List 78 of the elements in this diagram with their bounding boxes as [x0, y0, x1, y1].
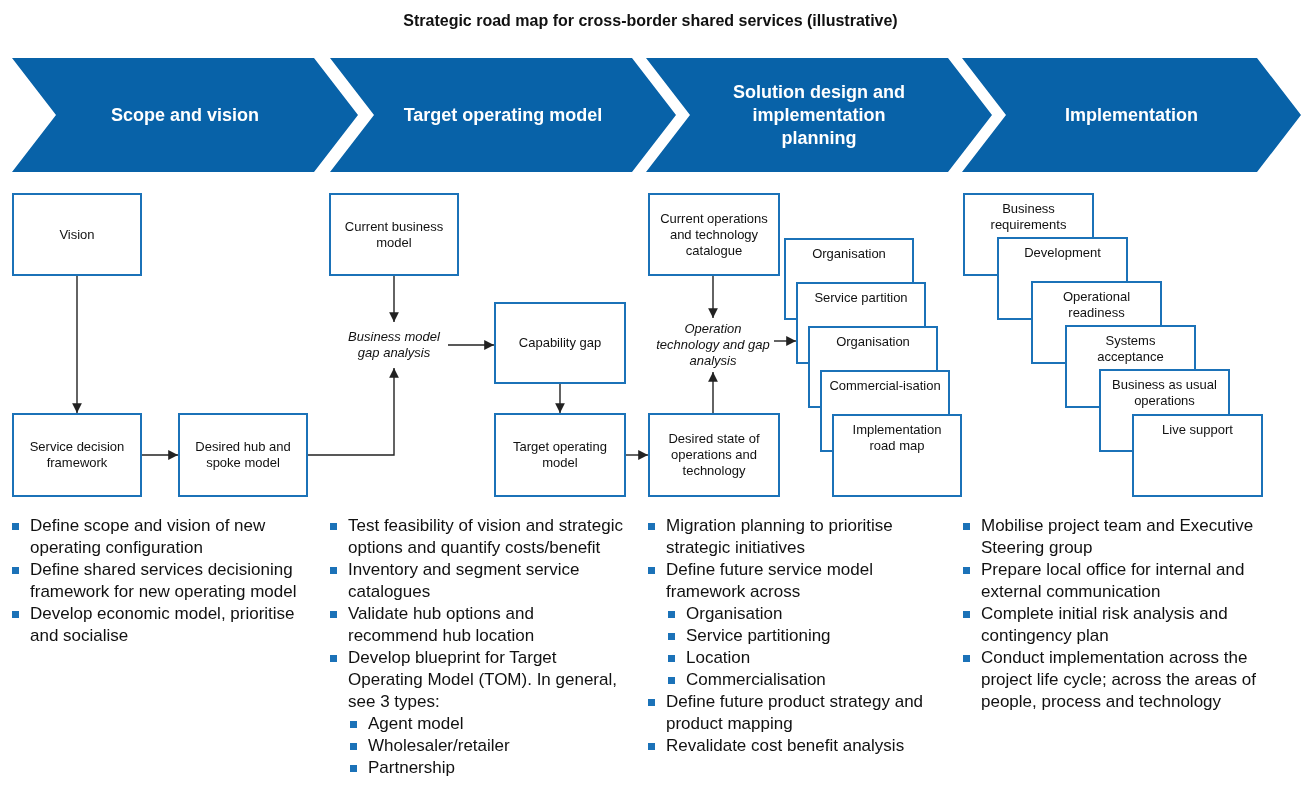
arrow: [72, 275, 82, 414]
box-text: Desired hub and spoke model: [194, 439, 292, 471]
arrow: [141, 450, 179, 460]
box-text: Live support: [1162, 422, 1233, 438]
list-item: Define scope and vision of new operating configuration: [30, 515, 267, 559]
process-box: [12, 413, 142, 497]
arrow: [307, 367, 399, 456]
box-text: Capability gap: [518, 335, 602, 351]
arrow: [389, 275, 399, 323]
process-box: [329, 193, 459, 276]
list-item: Agent model: [368, 713, 464, 735]
process-box: [832, 414, 962, 497]
list-item: Define future service model framework across: [666, 559, 874, 603]
process-box: [12, 193, 142, 276]
arrow: [625, 450, 649, 460]
list-item: Complete initial risk analysis and contingency plan: [981, 603, 1229, 647]
arrow: [773, 336, 797, 346]
list-item: Develop blueprint for Target Operating Model (TOM). In general, see 3 types:: [348, 647, 618, 713]
process-box: [784, 238, 914, 282]
box-text: Implementation road map: [851, 422, 943, 454]
list-item: Service partitioning: [686, 625, 831, 647]
box-text: Systems acceptance: [1096, 333, 1165, 365]
list-item: Inventory and segment service catalogues: [348, 559, 581, 603]
box-text: Vision: [59, 226, 95, 243]
box-text: Desired state of operations and technology: [667, 431, 761, 479]
process-box: [796, 282, 926, 326]
analysis-step-text: Operation technology and gap analysis: [655, 321, 771, 369]
arrow: [708, 371, 718, 414]
box-text: Current business model: [343, 218, 445, 251]
box-text: Service partition: [814, 290, 908, 306]
box-text: Commercial-isation: [829, 378, 941, 394]
phase-banner: [962, 58, 1301, 172]
phase-title: Implementation: [1064, 103, 1199, 127]
list-item: Revalidate cost benefit analysis: [666, 735, 905, 757]
phase-title: Solution design and implementation planning: [732, 80, 906, 150]
process-box: [1065, 325, 1196, 369]
process-box: [178, 413, 308, 497]
process-box: [997, 237, 1128, 281]
phase-title: Scope and vision: [109, 103, 260, 127]
process-box: [1132, 414, 1263, 497]
process-box: [494, 302, 626, 384]
phase-title: Target operating model: [402, 103, 604, 127]
process-box: [963, 193, 1094, 237]
box-text: Current operations and technology catalogue: [659, 210, 769, 259]
list-item: Define future product strategy and product mapping: [666, 691, 925, 735]
arrow: [555, 383, 565, 414]
diagram-title: Strategic road map for cross-border shared services (illustrative): [402, 12, 899, 30]
list-item: Partnership: [368, 757, 455, 779]
box-text: Organisation: [836, 334, 910, 350]
list-item: Location: [686, 647, 751, 669]
list-item: Develop economic model, prioritise and socialise: [30, 603, 296, 647]
box-text: Organisation: [812, 246, 886, 262]
list-item: Validate hub options and recommend hub location: [348, 603, 536, 647]
box-text: Service decision framework: [28, 439, 126, 471]
process-box: [820, 370, 950, 414]
box-text: Development: [1024, 245, 1101, 261]
list-item: Organisation: [686, 603, 783, 625]
list-item: Wholesaler/retailer: [368, 735, 510, 757]
arrow: [447, 340, 495, 350]
process-box: [808, 326, 938, 370]
list-item: Mobilise project team and Executive Steering group: [981, 515, 1255, 559]
process-box: [1099, 369, 1230, 414]
box-text: Business requirements: [989, 201, 1068, 233]
process-box: [1031, 281, 1162, 325]
list-item: Prepare local office for internal and external communication: [981, 559, 1246, 603]
list-item: Test feasibility of vision and strategic options and quantify costs/benefit: [348, 515, 624, 559]
process-box: [648, 413, 780, 497]
box-text: Business as usual operations: [1111, 377, 1218, 409]
list-item: Conduct implementation across the project life cycle; across the areas of people, process and technology: [981, 647, 1257, 713]
box-text: Target operating model: [512, 439, 608, 471]
process-box: [648, 193, 780, 276]
box-text: Operational readiness: [1061, 289, 1132, 321]
list-item: Migration planning to prioritise strategic initiatives: [666, 515, 894, 559]
list-item: Commercialisation: [686, 669, 826, 691]
process-box: [494, 413, 626, 497]
arrow: [708, 275, 718, 319]
analysis-step-text: Business model gap analysis: [347, 329, 441, 361]
list-item: Define shared services decisioning framework for new operating model: [30, 559, 298, 603]
